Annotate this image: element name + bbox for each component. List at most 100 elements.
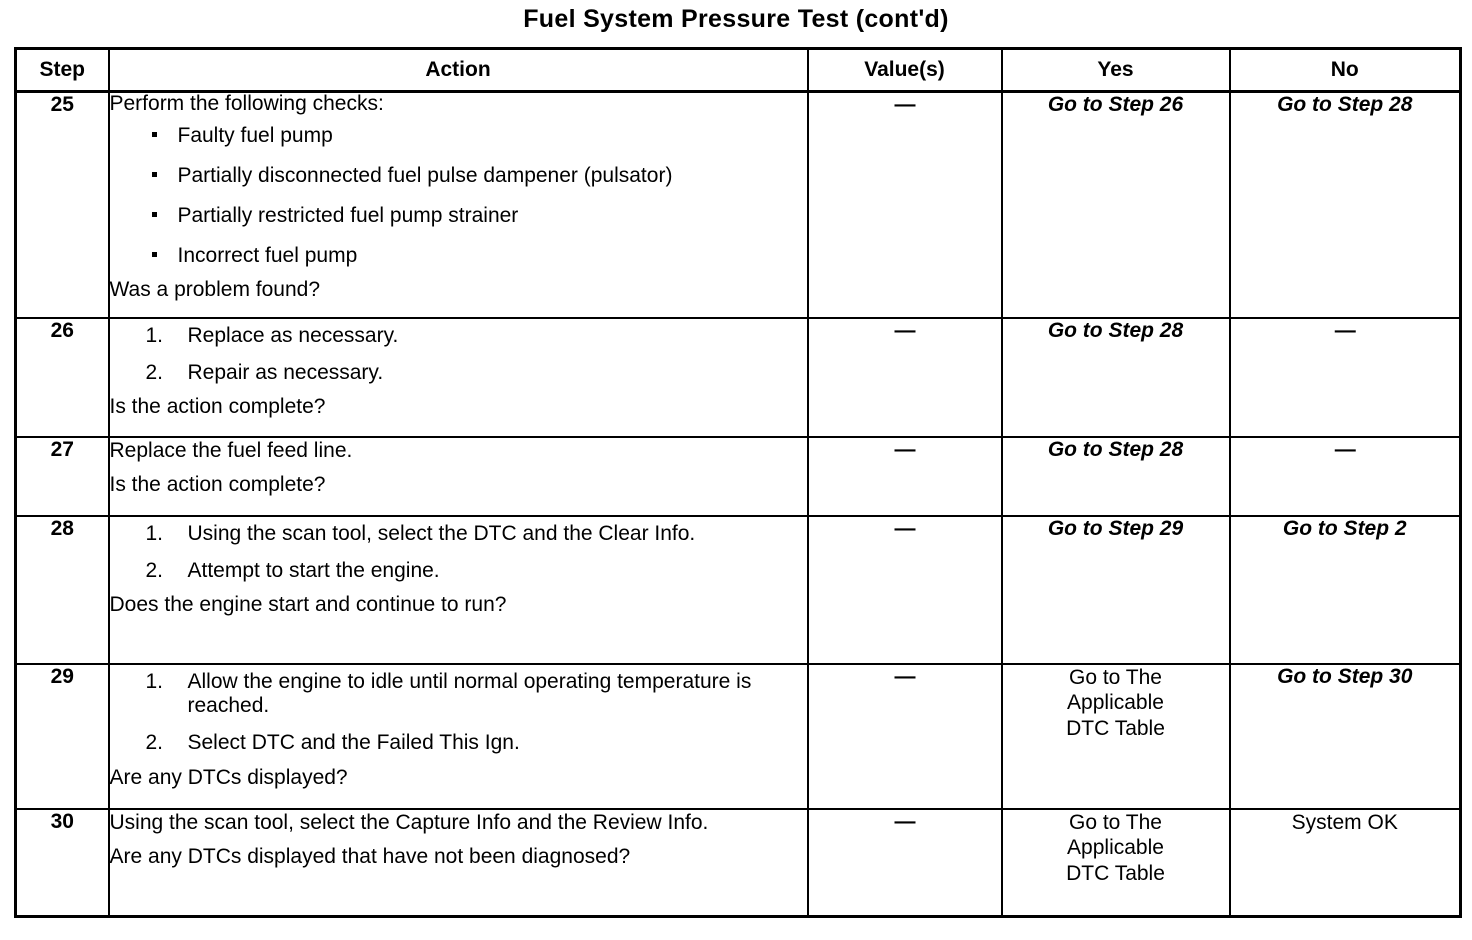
column-header-action: Action: [107, 47, 809, 93]
yes-reference: Go to Step 26: [1047, 93, 1184, 116]
yes-cell: Go to Step 29: [1000, 514, 1231, 665]
value-dash: —: [894, 318, 916, 342]
step-number: 26: [14, 316, 110, 438]
table-header-row: Step Action Value(s) Yes No: [14, 47, 1462, 93]
no-cell: Go to Step 2: [1228, 514, 1462, 665]
list-item-number: 2.: [145, 731, 164, 755]
list-item: 2. Select DTC and the Failed This Ign.: [146, 726, 807, 763]
value-cell: —: [806, 514, 1003, 665]
action-question: Was a problem found?: [109, 278, 321, 301]
page-title: Fuel System Pressure Test (cont'd): [523, 5, 949, 33]
no-reference: —: [1334, 437, 1356, 461]
list-item: Partially restricted fuel pump strainer: [150, 196, 807, 236]
column-header-yes: Yes: [1000, 47, 1231, 93]
action-steps-list: 1. Using the scan tool, select the DTC an…: [110, 517, 807, 592]
bullet-square-icon: [151, 212, 157, 217]
value-cell: —: [806, 662, 1003, 810]
list-item-label: Allow the engine to idle until normal op…: [187, 669, 752, 717]
yes-cell: Go to Step 28: [1000, 316, 1231, 438]
no-reference: System OK: [1291, 810, 1398, 834]
value-dash: —: [894, 437, 916, 461]
action-cell: Perform the following checks: Faulty fue…: [107, 90, 809, 319]
list-item-label: Attempt to start the engine.: [187, 558, 440, 582]
list-item: 2. Repair as necessary.: [146, 356, 807, 393]
step-number: 29: [14, 662, 110, 810]
checks-list: Faulty fuel pump Partially disconnected …: [110, 116, 807, 276]
table-row: 29 1.Allow the engine to idle until norm…: [14, 662, 1462, 810]
list-item-number: 1.: [145, 323, 164, 347]
list-item-label: Repair as necessary.: [187, 360, 384, 384]
column-header-value: Value(s): [806, 47, 1003, 93]
list-item: Faulty fuel pump: [150, 116, 807, 156]
action-cell: 1.Allow the engine to idle until normal …: [107, 662, 809, 810]
action-question: Does the engine start and continue to ru…: [109, 593, 507, 617]
list-item-number: 1.: [145, 521, 164, 545]
action-text: Using the scan tool, select the Capture …: [109, 810, 709, 834]
action-question: Is the action complete?: [109, 395, 326, 419]
action-text: Replace the fuel feed line.: [109, 438, 353, 462]
no-reference: —: [1334, 318, 1356, 342]
no-cell: —: [1228, 316, 1462, 438]
list-item-label: Incorrect fuel pump: [177, 244, 358, 267]
action-question: Are any DTCs displayed that have not bee…: [109, 844, 631, 868]
no-reference: Go to Step 2: [1282, 516, 1407, 540]
yes-cell: Go to The Applicable DTC Table: [1000, 662, 1231, 810]
yes-reference: Go to Step 28: [1047, 437, 1184, 461]
value-cell: —: [806, 807, 1003, 918]
value-dash: —: [894, 809, 916, 833]
list-item-label: Using the scan tool, select the DTC and …: [187, 521, 696, 545]
value-cell: —: [806, 90, 1003, 319]
list-item: 1. Replace as necessary.: [146, 319, 807, 356]
no-cell: System OK: [1228, 807, 1462, 918]
no-cell: Go to Step 30: [1228, 662, 1462, 810]
yes-cell: Go to Step 26: [1000, 90, 1231, 319]
bullet-square-icon: [151, 172, 157, 177]
action-lead-text: Perform the following checks:: [109, 92, 384, 115]
bullet-square-icon: [151, 132, 157, 137]
action-steps-list: 1.Allow the engine to idle until normal …: [110, 665, 807, 764]
diagnostic-table: Step Action Value(s) Yes No 25 Perform t…: [14, 47, 1462, 918]
no-reference: Go to Step 30: [1277, 664, 1413, 688]
action-question: Is the action complete?: [109, 472, 326, 496]
table-row: 30 Using the scan tool, select the Captu…: [14, 807, 1462, 918]
action-steps-list: 1. Replace as necessary. 2. Repair as nece…: [110, 319, 807, 394]
list-item-label: Faulty fuel pump: [177, 124, 333, 147]
action-question: Are any DTCs displayed?: [109, 765, 348, 789]
table-header: Step Action Value(s) Yes No: [14, 47, 1462, 93]
list-item-label: Replace as necessary.: [187, 323, 399, 347]
value-dash: —: [894, 516, 916, 540]
list-item: Partially disconnected fuel pulse dampen…: [150, 156, 807, 196]
column-header-step: Step: [14, 47, 110, 93]
value-cell: —: [806, 316, 1003, 438]
column-header-no: No: [1228, 47, 1462, 93]
no-cell: —: [1228, 435, 1462, 517]
step-number: 30: [14, 807, 110, 918]
table-row: 27 Replace the fuel feed line. Is the ac…: [14, 435, 1462, 517]
list-item-label: Select DTC and the Failed This Ign.: [187, 731, 520, 755]
table-row: 25 Perform the following checks: Faulty …: [14, 90, 1462, 319]
list-item: Incorrect fuel pump: [150, 236, 807, 276]
yes-reference: Go to Step 28: [1047, 318, 1184, 342]
step-number: 25: [14, 90, 110, 319]
yes-reference: Go to The Applicable DTC Table: [1066, 665, 1165, 740]
yes-reference: Go to Step 29: [1047, 516, 1184, 540]
table-row: 28 1.Using the scan tool, select the DTC…: [14, 514, 1462, 665]
list-item: 2.Attempt to start the engine.: [146, 554, 807, 591]
list-item: 1.Allow the engine to idle until normal …: [146, 665, 807, 727]
value-dash: —: [894, 664, 916, 688]
table-row: 26 1. Replace as necessary. 2. Repair as n…: [14, 316, 1462, 438]
list-item-number: 2.: [145, 360, 164, 384]
value-cell: —: [806, 435, 1003, 517]
yes-reference: Go to The Applicable DTC Table: [1066, 810, 1165, 885]
list-item: 1. Using the scan tool, select the DTC an…: [146, 517, 807, 554]
step-number: 27: [14, 435, 110, 517]
list-item-label: Partially restricted fuel pump strainer: [177, 204, 519, 227]
action-cell: 1. Using the scan tool, select the DTC an…: [107, 514, 809, 665]
list-item-label: Partially disconnected fuel pulse dampen…: [177, 164, 673, 187]
action-cell: Using the scan tool, select the Capture …: [107, 807, 809, 918]
yes-cell: Go to The Applicable DTC Table: [1000, 807, 1231, 918]
action-cell: 1. Replace as necessary. 2. Repair as nece…: [107, 316, 809, 438]
no-reference: Go to Step 28: [1277, 93, 1413, 116]
table-body: 25 Perform the following checks: Faulty …: [14, 90, 1462, 918]
